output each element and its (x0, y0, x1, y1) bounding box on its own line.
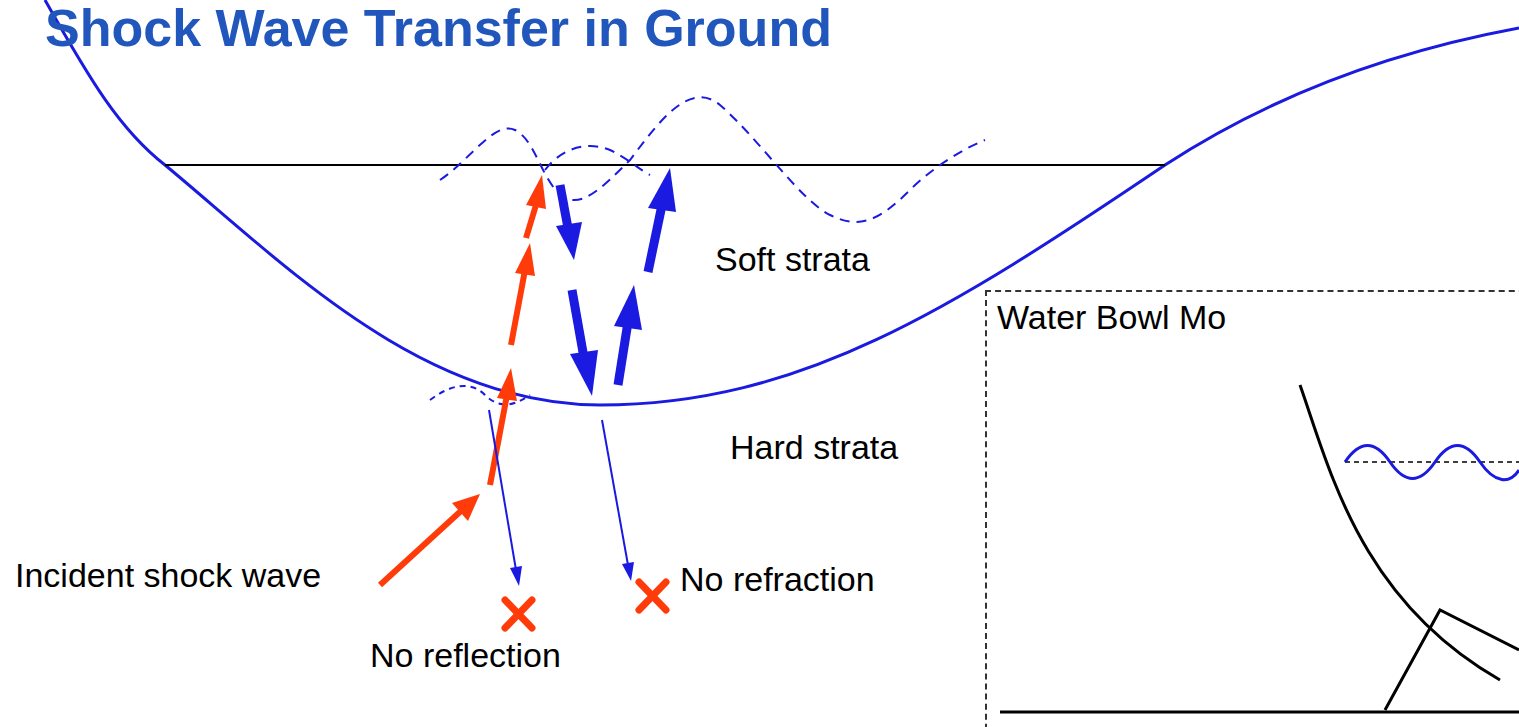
strata-label: Incident shock wave (15, 556, 321, 595)
water-wave (1345, 446, 1519, 480)
bowl-stand (1385, 610, 1519, 710)
strata-label: Hard strata (730, 428, 898, 467)
reflected-arrow (648, 205, 662, 272)
water-level (1345, 461, 1519, 463)
arrow-head (622, 562, 634, 581)
slide-title: Shock Wave Transfer in Ground (45, 0, 832, 57)
surface-wave (545, 146, 650, 175)
arrow-head (497, 368, 517, 401)
cross-mark (505, 600, 532, 628)
surface-wave (440, 97, 985, 222)
incident-arrow (380, 510, 462, 585)
strata-label: No refraction (680, 560, 875, 599)
panel-heading: Water Bowl Mo (997, 298, 1519, 337)
arrow-head (570, 350, 598, 396)
strata-boundary (45, 0, 1519, 405)
model-panel: Water Bowl Mo (985, 290, 1519, 727)
arrow-head (452, 494, 480, 521)
arrow-head (515, 243, 535, 276)
refracted-arrow (511, 270, 525, 345)
arrow-head (526, 175, 546, 209)
cross-mark (639, 582, 666, 610)
reflected-arrow (560, 185, 568, 228)
strata-label: No reflection (370, 636, 561, 675)
table-line (1000, 711, 1519, 714)
transmitted-line (602, 420, 628, 565)
arrow-head (614, 285, 642, 330)
arrow-head (510, 566, 522, 586)
bowl-outline (1300, 385, 1500, 680)
ground-surface (165, 164, 1165, 166)
reflected-arrow (618, 322, 628, 385)
strata-label: Soft strata (715, 240, 870, 279)
arrow-head (556, 222, 582, 260)
arrow-head (648, 168, 676, 212)
reflected-arrow (572, 290, 584, 358)
refracted-arrow (526, 205, 536, 238)
transmitted-line (489, 410, 516, 570)
